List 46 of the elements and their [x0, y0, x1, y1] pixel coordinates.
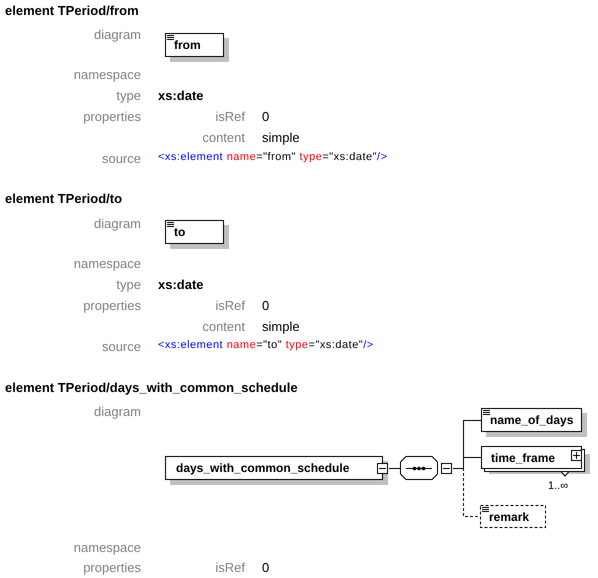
section-heading: element TPeriod/to	[5, 191, 122, 207]
property-value: simple	[262, 319, 300, 335]
field-label: type	[116, 88, 141, 104]
multiplicity-label: 1..∞	[548, 480, 568, 493]
optional-element-box	[480, 505, 546, 528]
section-heading: element TPeriod/from	[5, 3, 139, 19]
element-box	[481, 446, 590, 479]
property-value: 0	[262, 109, 270, 125]
field-label: diagram	[94, 27, 141, 43]
element-name: name_of_days	[490, 413, 574, 427]
element-box	[165, 456, 389, 486]
element-box	[165, 220, 230, 250]
field-label: diagram	[94, 404, 141, 420]
property-label: content	[202, 319, 245, 335]
field-label: namespace	[74, 256, 141, 272]
section-heading: element TPeriod/days_with_common_schedule	[5, 380, 298, 396]
field-label: namespace	[74, 67, 141, 83]
property-value: simple	[262, 130, 300, 146]
source-code: <xs:element name="from" type="xs:date"/>	[158, 151, 388, 164]
field-label: namespace	[74, 540, 141, 556]
type-value: xs:date	[158, 277, 204, 293]
field-label: properties	[83, 298, 141, 314]
property-label: content	[202, 130, 245, 146]
connector-line	[388, 468, 400, 469]
property-label: isRef	[215, 560, 245, 576]
element-name: time_frame	[491, 451, 556, 465]
property-label: isRef	[215, 298, 245, 314]
octagon-node	[400, 456, 453, 480]
field-label: type	[116, 277, 141, 293]
element-box	[481, 408, 588, 438]
connector-line	[452, 468, 480, 517]
element-name: to	[174, 225, 186, 239]
element-box	[165, 33, 230, 63]
field-label: source	[102, 339, 141, 355]
property-value: 0	[262, 560, 270, 576]
field-label: properties	[83, 109, 141, 125]
element-name: days_with_common_schedule	[176, 461, 350, 475]
field-label: source	[102, 151, 141, 167]
property-value: 0	[262, 298, 270, 314]
field-label: properties	[83, 560, 141, 576]
element-name: from	[174, 38, 201, 52]
field-label: diagram	[94, 216, 141, 232]
type-value: xs:date	[158, 88, 204, 104]
property-label: isRef	[215, 109, 245, 125]
source-code: <xs:element name="to" type="xs:date"/>	[158, 339, 374, 352]
element-name: remark	[489, 510, 530, 524]
